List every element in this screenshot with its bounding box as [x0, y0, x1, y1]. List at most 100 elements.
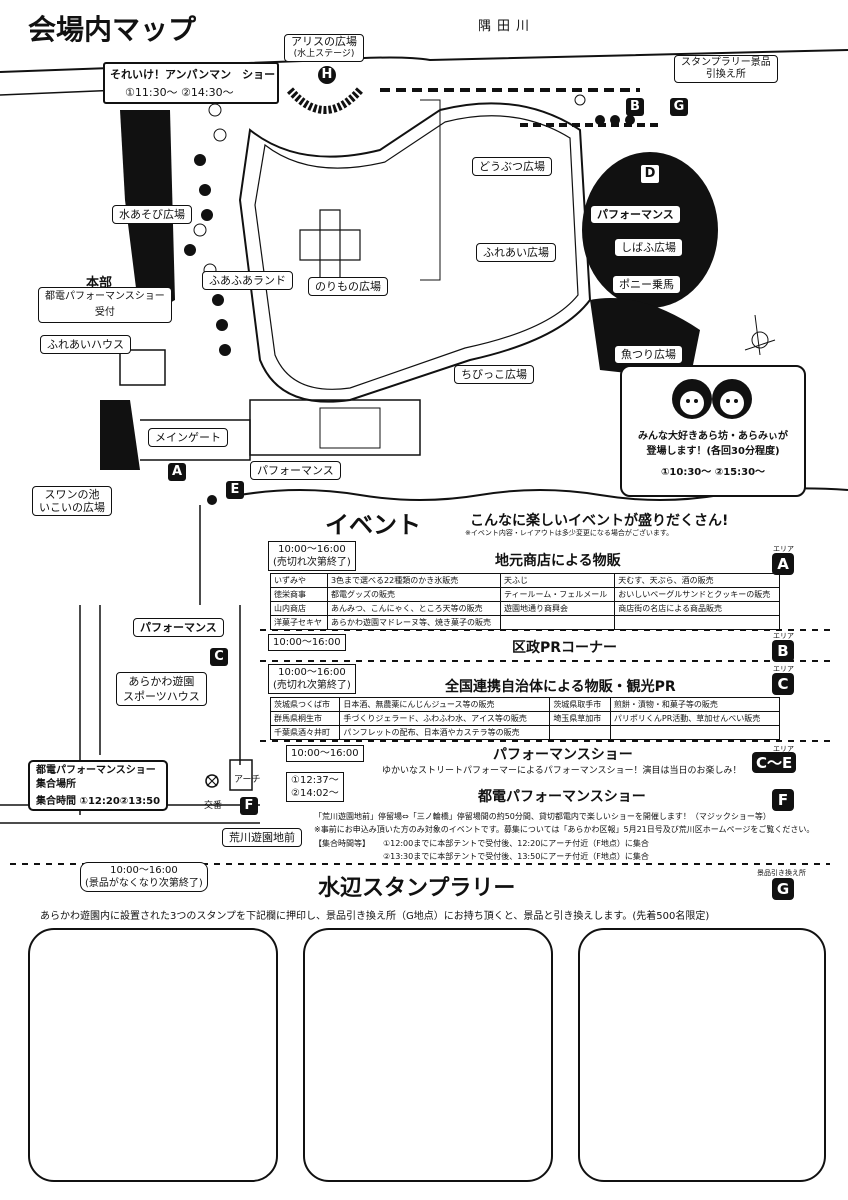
event-a-tag: A [772, 553, 794, 575]
place-mizuasobi: 水あそび広場 [112, 205, 192, 224]
stamp-hours: 10:00〜16:00 (景品がなくなり次第終了) [80, 862, 208, 892]
marker-B: B [626, 98, 644, 116]
stamp-box-2[interactable] [303, 928, 553, 1182]
event-f-meet1: ①12:00までに本部テントで受付後、12:20にアーチ付近（F地点）に集合 [383, 839, 649, 848]
mascot-times: ①10:30〜 ②15:30〜 [660, 467, 766, 478]
event-c-tag: C [772, 673, 794, 695]
toden-meet-times: 集合時間 ①12:20②13:50 [36, 796, 161, 807]
place-chibikko: ちびっこ広場 [454, 365, 534, 384]
table-row: 茨城県つくば市日本酒、無農薬にんじんジュース等の販売茨城県取手市煎餅・漬物・和菓… [269, 697, 781, 712]
event-f-tag: F [772, 789, 794, 811]
table-cell: 日本酒、無農薬にんじんジュース等の販売 [339, 697, 551, 712]
marker-H: H [318, 66, 336, 84]
place-koban: 交番 [204, 801, 223, 811]
event-a-area-note: エリア [773, 545, 794, 553]
table-cell: 煎餅・漬物・和菓子等の販売 [609, 697, 781, 712]
event-f-meet2: ②13:30までに本部テントで受付後、13:50にアーチ付近（F地点）に集合 [383, 852, 649, 861]
table-cell [549, 725, 611, 740]
table-row: 千葉県酒々井町パンフレットの配布、日本酒やカステラ等の販売 [269, 725, 781, 740]
stamp-box-3[interactable] [578, 928, 826, 1182]
table-cell [614, 615, 780, 630]
alice-stage-name: アリスの広場 [291, 35, 357, 48]
table-cell: 商店街の名店による商品販売 [614, 601, 780, 616]
table-cell: 山内商店 [270, 601, 328, 616]
map-section: 会場内マップ 隅田川 それいけ！アンパンマン ショー ①11:30〜 ②14:3… [0, 0, 848, 516]
event-a-hours: 10:00〜16:00 (売切れ次第終了) [268, 541, 356, 571]
divider [260, 629, 830, 631]
place-performance2: パフォーマンス [250, 461, 341, 480]
table-cell [499, 615, 616, 630]
table-cell: 茨城県つくば市 [269, 697, 341, 712]
place-station: 荒川遊園地前 [222, 828, 302, 847]
divider [260, 660, 830, 662]
stamp-desc: あらかわ遊園内に設置された3つのスタンプを下記欄に押印し、景品引き換え所（G地点… [40, 911, 710, 922]
table-cell: あんみつ、こんにゃく、ところ天等の販売 [326, 601, 501, 616]
event-perf-title: パフォーマンスショー [493, 747, 633, 763]
alice-stage-sub: (水上ステージ) [293, 49, 355, 59]
event-f-title: 都電パフォーマンスショー [478, 789, 646, 805]
event-a-title: 地元商店による物販 [495, 553, 621, 569]
divider [260, 740, 830, 742]
mascot-illustration [672, 379, 752, 419]
table-row: 群馬県桐生市手づくりジェラード、ふわふわ水、アイス等の販売埼玉県草加市パリポリく… [269, 711, 781, 726]
place-shibafu: しばふ広場 [614, 238, 683, 257]
event-perf-subtitle: ゆかいなストリートパフォーマーによるパフォーマンスショー！演目は当日のお楽しみ！ [382, 766, 742, 776]
table-cell: あらかわ遊園マドレーヌ等、焼き菓子の販売 [326, 615, 501, 630]
event-perf-hours: 10:00〜16:00 [286, 745, 364, 762]
event-perf-area-note: エリア [773, 745, 794, 753]
event-b-hours: 10:00〜16:00 [268, 634, 346, 651]
table-cell: 徳栄商事 [270, 587, 328, 602]
events-heading: イベント [325, 511, 421, 539]
place-toden-meet: 都電パフォーマンスショー 集合場所 集合時間 ①12:20②13:50 [28, 760, 169, 811]
stamp-title: 水辺スタンプラリー [318, 876, 516, 901]
table-cell: 都電グッズの販売 [326, 587, 501, 602]
event-f-desc2: ※事前にお申込み頂いた方のみ対象のイベントです。募集については「あらかわ区報」5… [314, 825, 815, 834]
alice-stage-label: アリスの広場 (水上ステージ) [284, 34, 364, 62]
event-b-tag: B [772, 640, 794, 662]
place-norimono: のりもの広場 [308, 277, 388, 296]
marker-C: C [210, 648, 228, 666]
marker-E: E [226, 481, 244, 499]
event-b-area-note: エリア [773, 632, 794, 640]
place-swan: スワンの池 いこいの広場 [32, 486, 112, 516]
table-cell: 3色まで選べる22種類のかき氷販売 [326, 573, 501, 588]
events-note: ※イベント内容・レイアウトは多少変更になる場合がございます。 [465, 529, 674, 537]
place-doubutsu: どうぶつ広場 [472, 157, 552, 176]
table-cell: 天むす、天ぷら、酒の販売 [614, 573, 780, 588]
table-cell: 千葉県酒々井町 [269, 725, 341, 740]
table-cell: 天ふじ [499, 573, 616, 588]
table-cell: パンフレットの配布、日本酒やカステラ等の販売 [339, 725, 551, 740]
event-c-area-note: エリア [773, 665, 794, 673]
place-fuafua: ふあふあランド [202, 271, 293, 290]
mascot-box: みんな大好きあら坊・あらみぃが 登場します！(各回30分程度) ①10:30〜 … [620, 365, 806, 497]
marker-A: A [168, 463, 186, 481]
map-title: 会場内マップ [28, 13, 197, 46]
place-main-gate: メインゲート [148, 428, 228, 447]
anpanman-show-box: それいけ！アンパンマン ショー ①11:30〜 ②14:30〜 [103, 62, 279, 104]
table-cell: パリポリくんPR活動、草加せんべい販売 [609, 711, 781, 726]
place-sports-house: あらかわ遊園 スポーツハウス [116, 672, 207, 706]
table-cell: いずみや [270, 573, 328, 588]
place-performance: パフォーマンス [590, 205, 681, 224]
table-cell: 手づくりジェラード、ふわふわ水、アイス等の販売 [339, 711, 551, 726]
events-tagline: こんなに楽しいイベントが盛りだくさん! [470, 513, 729, 529]
place-performance3: パフォーマンス [133, 618, 224, 637]
toden-meet-label: 都電パフォーマンスショー 集合場所 [36, 765, 156, 790]
marker-D: D [640, 164, 660, 184]
river-label: 隅田川 [478, 19, 536, 34]
table-row: 山内商店あんみつ、こんにゃく、ところ天等の販売遊園地通り商興会商店街の名店による… [270, 601, 780, 616]
map-drawing [0, 49, 848, 505]
event-f-desc1: 「荒川遊園地前」停留場⇔「三ノ輪橋」停留場間の約50分間、貸切都電内で楽しいショ… [314, 812, 771, 821]
table-cell: 群馬県桐生市 [269, 711, 341, 726]
table-cell: ティールーム・フェルメール [499, 587, 616, 602]
table-row: 洋菓子セキヤあらかわ遊園マドレーヌ等、焼き菓子の販売 [270, 615, 780, 630]
table-cell: 遊園地通り商興会 [499, 601, 616, 616]
table-cell: 洋菓子セキヤ [270, 615, 328, 630]
place-fureai-house: ふれあいハウス [40, 335, 131, 354]
mascot-text: みんな大好きあら坊・あらみぃが 登場します！(各回30分程度) [638, 431, 788, 457]
place-fureai-plaza: ふれあい広場 [476, 243, 556, 262]
table-row: 徳栄商事都電グッズの販売ティールーム・フェルメールおいしいベーグルサンドとクッキ… [270, 587, 780, 602]
stamp-box-1[interactable] [28, 928, 278, 1182]
